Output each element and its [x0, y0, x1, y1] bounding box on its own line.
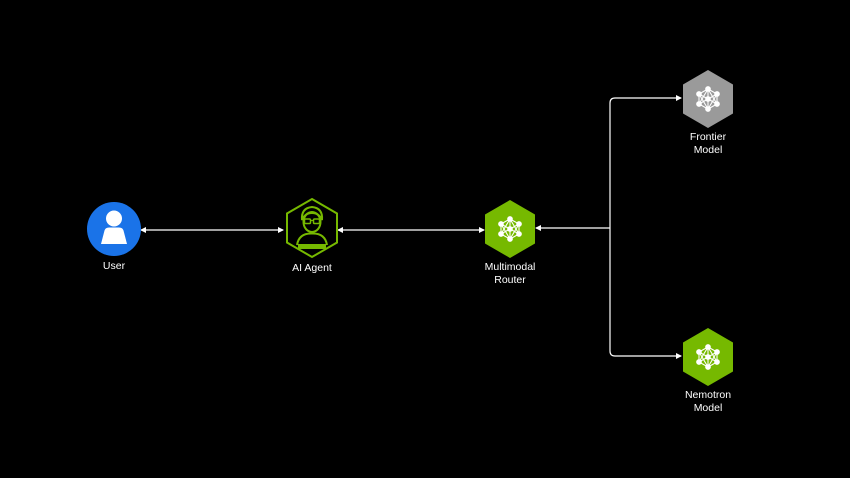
- branch-to-nemotron-connector: [609, 228, 682, 359]
- router-label-line2: Router: [494, 274, 526, 286]
- nemotron-label-line2: Model: [694, 402, 723, 414]
- nemotron-label-line1: Nemotron: [685, 389, 731, 401]
- frontier-network-hexagon-icon: [683, 70, 733, 128]
- router-network-hexagon-icon: [485, 200, 535, 258]
- ai-agent-node[interactable]: AI Agent: [286, 197, 338, 274]
- user-label: User: [103, 260, 126, 272]
- user-node[interactable]: User: [87, 202, 141, 272]
- ai-agent-icon: [286, 197, 338, 259]
- multimodal-router-node[interactable]: Multimodal Router: [485, 200, 536, 286]
- user-icon: [87, 202, 141, 256]
- nemotron-model-node[interactable]: Nemotron Model: [683, 328, 733, 414]
- router-label-line1: Multimodal: [485, 261, 536, 273]
- ai-agent-label: AI Agent: [292, 262, 332, 274]
- frontier-model-node[interactable]: Frontier Model: [683, 70, 733, 156]
- frontier-label-line2: Model: [694, 144, 723, 156]
- branch-to-frontier-connector: [609, 95, 682, 228]
- nemotron-network-hexagon-icon: [683, 328, 733, 386]
- frontier-label-line1: Frontier: [690, 131, 727, 143]
